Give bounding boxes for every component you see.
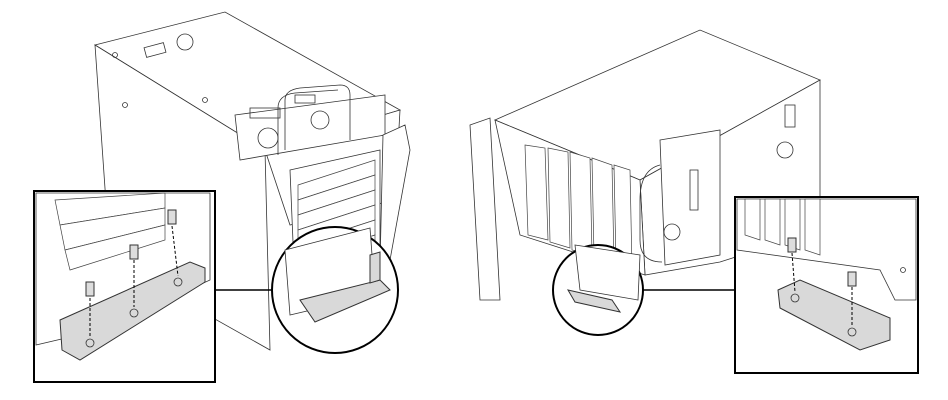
callout-circle-right bbox=[552, 244, 644, 336]
callout-circle-left bbox=[271, 226, 399, 354]
screw-icon bbox=[85, 209, 177, 297]
inset-detail-left bbox=[33, 190, 216, 383]
screw-icon bbox=[787, 237, 857, 287]
inset-detail-right bbox=[734, 196, 919, 374]
